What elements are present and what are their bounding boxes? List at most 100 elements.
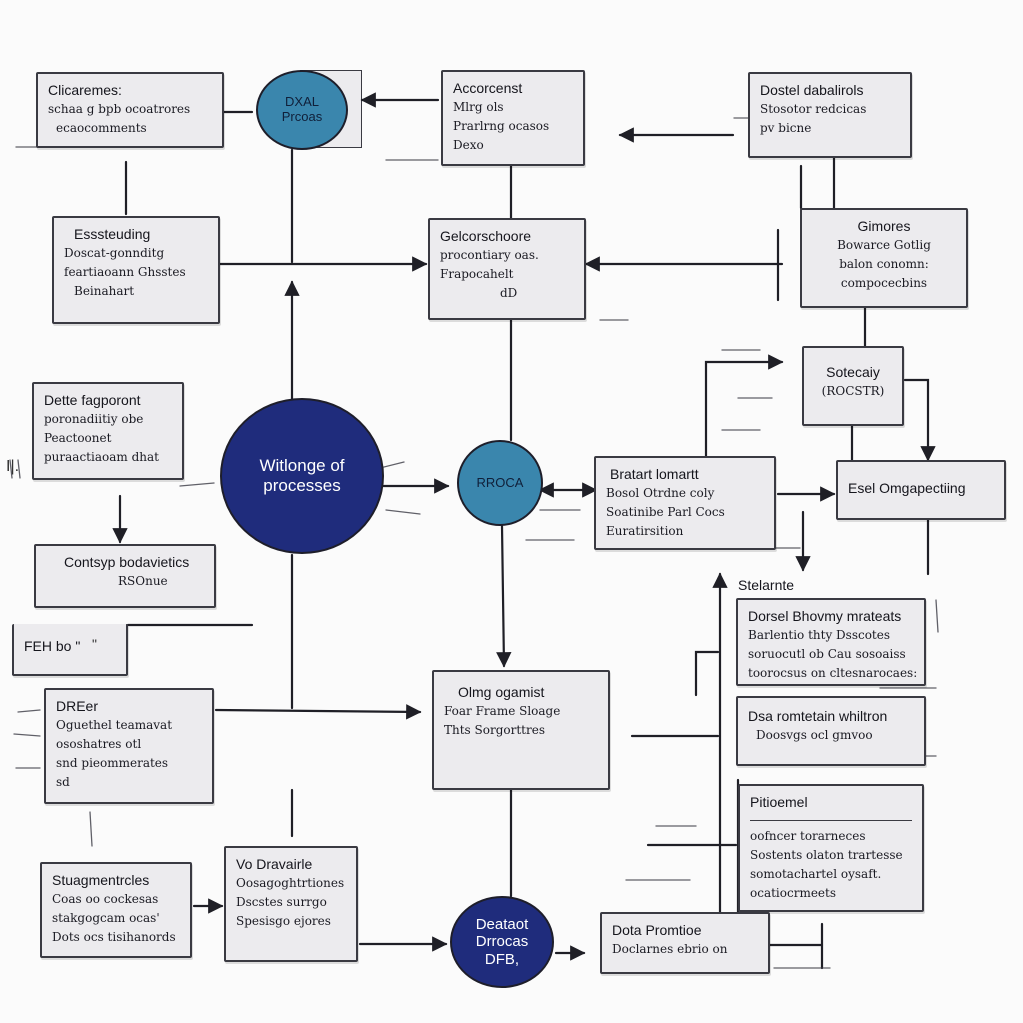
connector-dreer-to-olmg [214, 704, 422, 720]
box-dostel: Dostel dabalirols Stosotor redcicas pv b… [748, 72, 912, 158]
box-text: Bosol Otrdne coly [606, 486, 715, 500]
box-text: ocatiocrmeets [750, 886, 837, 900]
box-text: RSOnue [118, 574, 168, 588]
box-text: soruocutl ob Cau sosoaiss [748, 647, 906, 661]
box-title: Clicaremes: [48, 82, 122, 98]
box-text: Oosagoghtrtiones [236, 876, 345, 890]
box-text: Beinahart [74, 284, 135, 298]
box-accorcenst: Accorcenst Mlrg ols Prarlrng ocasos Dexo [441, 70, 585, 166]
box-text: oofncer torarneces [750, 829, 866, 843]
box-text: Frapocahelt [440, 267, 514, 281]
box-text: stakgogcam ocas' [52, 911, 160, 925]
box-text: (ROCSTR) [821, 384, 885, 398]
box-text: Doosvgs ocl gmvoo [756, 728, 873, 742]
box-title: Dsa romtetain whiltron [748, 708, 888, 724]
sketch-mark [379, 461, 405, 469]
box-title: Dette fagporont [44, 392, 141, 408]
box-text: Mlrg ols [453, 100, 504, 114]
box-sugmenturcles: Stuagmentrcles Coas oo cockesas stakgogc… [40, 862, 192, 958]
box-text: Bowarce Gotlig [837, 238, 931, 252]
box-gelcorschoore: Gelcorschoore procontiary oas. Frapocahe… [428, 218, 586, 320]
box-contsp: Contsyp bodavietics RSOnue [34, 544, 216, 608]
box-text: Peactoonet [44, 431, 112, 445]
box-dreer: DREer Oguethel teamavat ososhatres otl s… [44, 688, 214, 804]
sketch-mark [9, 459, 13, 479]
node-circle-top: DXAL Prcoas [256, 70, 348, 150]
box-text: pv bicne [760, 121, 812, 135]
box-text: dD [500, 286, 518, 300]
box-title: DREer [56, 698, 99, 714]
box-text: Soatinibe Parl Cocs [606, 505, 725, 519]
sketch-mark [13, 733, 41, 737]
box-text: Spesisgo ejores [236, 914, 331, 928]
box-text: Euratirsition [606, 524, 684, 538]
box-text: Doscat-gonnditg [64, 246, 165, 260]
box-feri: FEH bo " [12, 624, 128, 676]
box-text: snd pieommerates [56, 756, 169, 770]
circle-text: DFB, [484, 950, 520, 968]
box-dota: Dota Promtioe Doclarnes ebrio on [600, 912, 770, 974]
box-text: Sostents olaton trartesse [750, 848, 903, 862]
node-circle-main: Witlonge of processes [220, 398, 384, 554]
box-title: Gelcorschoore [440, 228, 532, 244]
box-text: somotachartel oysaft. [750, 867, 882, 881]
sketch-mark [17, 459, 21, 479]
sketch-mark [179, 482, 215, 487]
box-beatart: Bratart lomartt Bosol Otrdne coly Soatin… [594, 456, 776, 550]
box-clicaremes: Clicaremes: schaa g bpb ocoatrores ecaoc… [36, 72, 224, 148]
box-dette: Dette fagporont poronadiitiy obe Peactoo… [32, 382, 184, 480]
box-text: Dexo [453, 138, 484, 152]
box-text: balon conomn: [839, 257, 929, 271]
box-essiteuding: Esssteuding Doscat-gonnditg feartiaoann … [52, 216, 220, 324]
sketch-mark [17, 709, 41, 713]
circle-text: DXAL [285, 94, 319, 110]
box-title: FEH bo " [24, 638, 81, 654]
box-text: feartiaoann Ghsstes [64, 265, 186, 279]
box-text: Barlentio thty Dsscotes [748, 628, 891, 642]
box-gimores: Gimores Bowarce Gotlig balon conomn: com… [800, 208, 968, 308]
box-title: Dorsel Bhovmy mrateats [748, 608, 902, 624]
connector-beatart-to-sotecaiy [704, 354, 784, 458]
box-text: Oguethel teamavat [56, 718, 173, 732]
box-text: Prarlrng ocasos [453, 119, 550, 133]
circle-text: RROCA [476, 474, 524, 490]
box-title: Contsyp bodavietics [64, 554, 190, 570]
tick-mark: " [92, 636, 97, 652]
box-divider [750, 812, 912, 821]
circle-text: processes [263, 476, 341, 495]
box-text: Dots ocs tisihanords [52, 930, 176, 944]
box-esel: Esel Omgapectiing [836, 460, 1006, 520]
box-title: Pitioemel [750, 794, 808, 810]
box-text: compocecbins [840, 276, 928, 290]
sketch-mark [89, 811, 93, 847]
box-daraiter: Stelarnte [734, 573, 920, 603]
node-circle-bottom: Deataot Drrocas DFB, [450, 896, 554, 988]
connector-sotecaiy-to-esel [903, 378, 936, 462]
left-edge-mark: I|. [6, 458, 20, 475]
box-title: Bratart lomartt [610, 466, 699, 482]
box-text: Foar Frame Sloage [444, 704, 561, 718]
box-title: Gimores [857, 218, 911, 234]
box-text: Thts Sorgorttres [444, 723, 545, 737]
box-dorsel: Dorsel Bhovmy mrateats Barlentio thty Ds… [736, 598, 926, 686]
sketch-mark [385, 509, 421, 515]
box-text: toorocsus on cltesnarocaes: [748, 666, 918, 680]
box-title: Stelarnte [738, 577, 795, 593]
circle-text: Drrocas [475, 933, 529, 951]
box-text: ecaocomments [56, 121, 147, 135]
box-dsa: Dsa romtetain whiltron Doosvgs ocl gmvoo [736, 696, 926, 766]
box-vodravaurle: Vo Dravairle Oosagoghtrtiones Dscstes su… [224, 846, 358, 962]
box-text: Dscstes surrgo [236, 895, 327, 909]
circle-text: Witlonge of [259, 456, 345, 476]
box-title: Vo Dravairle [236, 856, 313, 872]
box-title: Sotecaiy [826, 364, 880, 380]
box-text: sd [56, 775, 70, 789]
box-text: procontiary oas. [440, 248, 539, 262]
circle-text: Prcoas [281, 109, 323, 124]
box-title: Dota Promtioe [612, 922, 702, 938]
box-title: Dostel dabalirols [760, 82, 864, 98]
box-text: poronadiitiy obe [44, 412, 144, 426]
box-text: Coas oo cockesas [52, 892, 159, 906]
box-text: ososhatres otl [56, 737, 142, 751]
